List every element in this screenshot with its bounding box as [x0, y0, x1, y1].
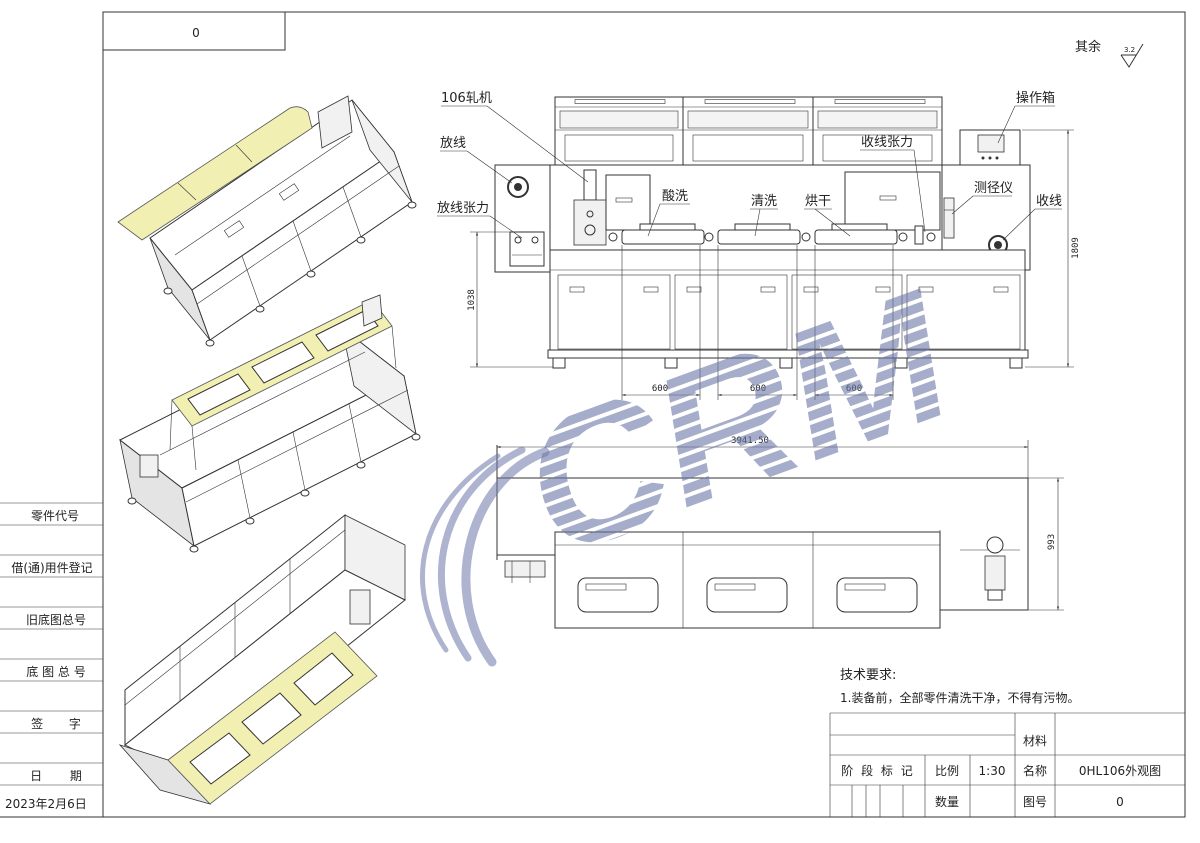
overall-length-dim: 3941.50: [731, 436, 769, 446]
iso-view-closed-lid: [117, 95, 417, 347]
drawing-name: 0HL106外观图: [1079, 764, 1161, 778]
control-box-label: 操作箱: [1016, 90, 1055, 106]
iso3-lid-slot-1: [189, 732, 251, 785]
pickling-label: 酸洗: [662, 189, 688, 204]
control-box-screen: [977, 134, 1005, 153]
iso2-feet: [127, 433, 421, 553]
takeup-label: 收线: [1036, 194, 1062, 209]
cabinet-base: [547, 349, 1029, 359]
iso2-frame-slot-3: [315, 309, 379, 352]
iso-view-open-shell: [118, 513, 406, 805]
diameter-gauge: [943, 197, 955, 239]
pickling-housing: [605, 174, 651, 231]
control-box: [959, 129, 1021, 166]
base-no-label: 底 图 总 号: [26, 664, 85, 679]
iso1-raised-lid: [117, 106, 313, 241]
takeup-tension-device: [914, 225, 936, 245]
drawing-no-label: 图号: [1023, 795, 1047, 809]
watermark-swoosh: [420, 453, 501, 653]
top-payoff-device: [504, 560, 546, 583]
name-label: 名称: [1023, 763, 1047, 778]
stage-mark-label: 阶 段 标 记: [841, 763, 912, 778]
tank-1-dim: 600: [652, 384, 668, 394]
code-box: [102, 11, 286, 51]
iso1-control-tower: [317, 95, 353, 149]
iso1-lid-ribs: [177, 144, 253, 201]
tank-2-dim: 600: [750, 384, 766, 394]
overall-height-dim: 1809: [1071, 237, 1081, 259]
signature-label: 签 字: [31, 716, 81, 731]
title-block: 材料 阶 段 标 记 比例 1:30 名称 0HL106外观图 数量 图号 0: [829, 712, 1185, 817]
borrowed-parts-label: 借(通)用件登记: [11, 560, 92, 575]
roughness-symbol: 3.2: [1120, 43, 1144, 68]
part-code-label: 零件代号: [31, 509, 79, 523]
scale-label: 比例: [935, 764, 959, 778]
iso-view-top-frame: [119, 294, 421, 553]
roughness-value: 3.2: [1124, 46, 1135, 54]
front-dimensions: 1809 1038 600 600 600: [467, 129, 1081, 400]
top-tank-window-2: [706, 577, 788, 613]
iso3-end-mechanism: [349, 589, 371, 625]
upper-hood: [554, 96, 943, 166]
old-base-no-label: 旧底图总号: [26, 612, 86, 627]
date-value: 2023年2月6日: [5, 797, 87, 811]
door-handles: [569, 286, 1009, 293]
top-tank-window-3: [836, 577, 918, 613]
technical-requirements: 技术要求: 1.装备前，全部零件清洗干净，不得有污物。: [840, 668, 1079, 705]
iso3-lid-slot-3: [293, 652, 354, 706]
scale-value: 1:30: [979, 764, 1006, 778]
rolling-mill: [573, 169, 607, 246]
lower-cabinet: [547, 249, 1029, 369]
front-view: 1809 1038 600 600 600: [467, 96, 1081, 400]
material-label: 材料: [1023, 734, 1047, 748]
surface-note: 其余: [1075, 39, 1101, 55]
overall-width-dim: 993: [1047, 534, 1057, 550]
margin-record-table: 零件代号 借(通)用件登记 旧底图总号 底 图 总 号 签 字 日 期 2023…: [0, 502, 103, 811]
drying-tank: [814, 223, 898, 245]
code-box-value: 0: [192, 26, 200, 40]
top-takeup-device: [939, 530, 1020, 628]
iso2-frame-posts: [169, 325, 397, 471]
iso3-lid-slot-2: [241, 692, 302, 745]
cabinet-door: [674, 274, 788, 350]
iso2-door-lines: [139, 351, 409, 519]
payoff-module: [494, 164, 551, 273]
pickling-tank: [621, 223, 705, 245]
iso2-end-stand: [361, 294, 383, 327]
drying-housing: [844, 171, 941, 231]
gauge-label: 测径仪: [974, 181, 1013, 196]
tank-line-body-top: [554, 531, 941, 629]
date-label: 日 期: [30, 769, 82, 783]
takeup-tension-label: 收线张力: [861, 135, 913, 150]
iso2-frame-slot-1: [187, 373, 251, 416]
cabinet-door: [906, 274, 1021, 350]
cabinet-door: [557, 274, 671, 350]
iso1-door-lines: [174, 135, 400, 307]
drawing-no-value: 0: [1116, 795, 1124, 809]
cabinet-door: [791, 274, 903, 350]
tank-3-dim: 600: [846, 384, 862, 394]
watermark-swoosh: [437, 446, 526, 662]
iso1-feet: [163, 201, 417, 347]
payoff-label: 放线: [440, 136, 466, 151]
tech-req-title: 技术要求:: [840, 668, 896, 683]
quantity-label: 数量: [935, 794, 959, 809]
payoff-tension-label: 放线张力: [437, 201, 489, 216]
cleaning-label: 清洗: [751, 194, 777, 209]
cabinet-feet: [552, 357, 1023, 369]
drying-label: 烘干: [805, 194, 831, 209]
mill-label: 106轧机: [441, 91, 492, 106]
top-tank-window-1: [577, 577, 659, 613]
iso3-glass-panel-lines: [124, 529, 346, 706]
tech-req-item-1: 1.装备前，全部零件清洗干净，不得有污物。: [840, 690, 1079, 705]
iso2-frame-slot-2: [251, 341, 315, 384]
guide-rollers: [608, 232, 908, 242]
sheet-frame: 0 其余 3.2: [0, 11, 1186, 818]
cleaning-tank: [717, 223, 801, 245]
callout-labels: 106轧机 放线 放线张力 酸洗 清洗 烘干 收线张力 操作箱 测径仪 收线: [437, 90, 1062, 241]
watermark-swoosh: [461, 447, 550, 667]
cabinet-height-dim: 1038: [467, 289, 477, 311]
top-view: 3941.50 993: [496, 436, 1064, 629]
